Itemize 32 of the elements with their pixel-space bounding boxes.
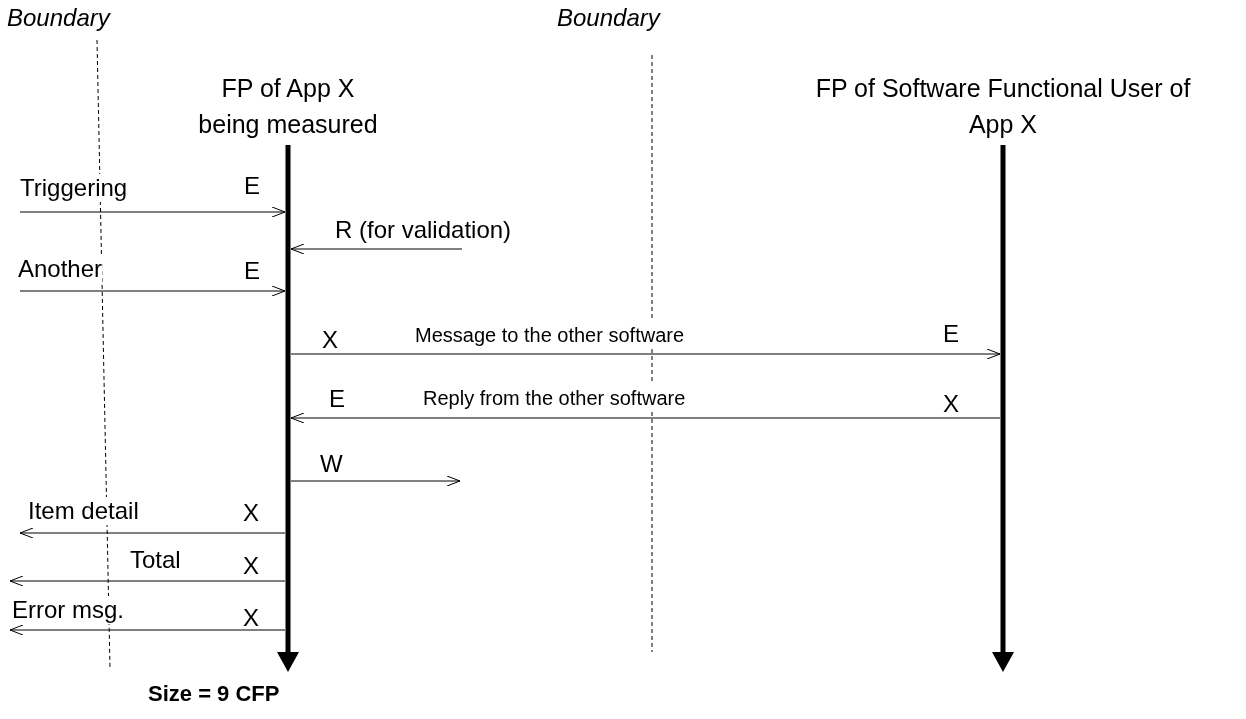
- arrow: [290, 475, 461, 487]
- edge-label: Error msg.: [12, 596, 124, 624]
- arrow: [290, 348, 1001, 360]
- size-total: Size = 9 CFP: [148, 680, 280, 708]
- arrow: [19, 285, 286, 297]
- edge-label: Another: [18, 255, 103, 283]
- arrow: [9, 624, 286, 636]
- movement-type-label: X: [943, 390, 959, 418]
- lifeline: [991, 145, 1015, 672]
- movement-type-label: X: [322, 326, 338, 354]
- movement-type-label: W: [320, 450, 343, 478]
- movement-type-label: X: [243, 552, 259, 580]
- arrow: [290, 243, 463, 255]
- movement-type-label: E: [244, 257, 260, 285]
- boundary-label: Boundary: [557, 4, 660, 32]
- edge-label: Message to the other software: [415, 321, 685, 349]
- arrow: [19, 527, 286, 539]
- edge-label: Triggering: [20, 174, 128, 202]
- lifeline-heading: FP of App X being measured: [197, 73, 379, 140]
- movement-type-label: X: [243, 499, 259, 527]
- movement-type-label: X: [243, 604, 259, 632]
- movement-type-label: E: [943, 320, 959, 348]
- edge-label: Item detail: [28, 497, 139, 525]
- arrow: [19, 206, 286, 218]
- movement-type-label: E: [329, 385, 345, 413]
- movement-type-label: E: [244, 172, 260, 200]
- lifeline: [276, 145, 300, 672]
- arrow: [9, 575, 286, 587]
- edge-label: Reply from the other software: [423, 384, 686, 412]
- arrow: [290, 412, 1001, 424]
- lifeline-heading: FP of Software Functional User of App X: [814, 73, 1192, 140]
- boundary-label: Boundary: [7, 4, 110, 32]
